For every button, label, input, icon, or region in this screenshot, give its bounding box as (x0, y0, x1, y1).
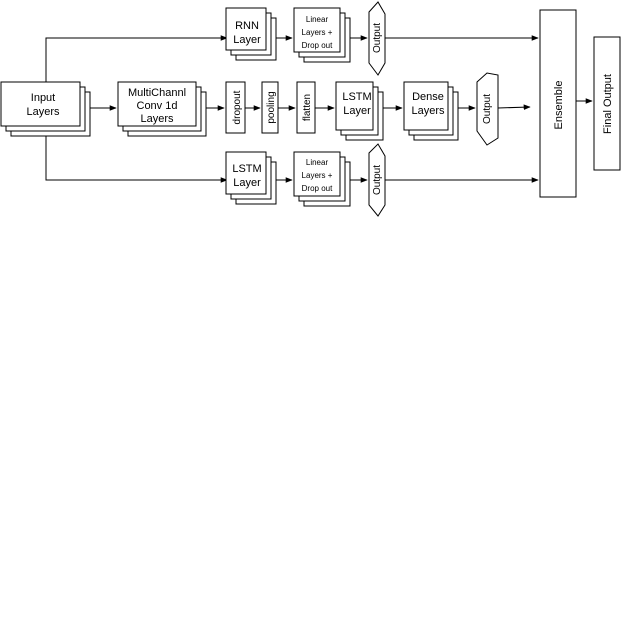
flatten-node: flatten (296, 81, 316, 134)
pooling-label: pooling (266, 91, 277, 123)
input-layers-node: Input Layers (0, 81, 91, 137)
output-top-node: Output (368, 1, 386, 76)
multichannel-label-3: Layers (140, 113, 174, 125)
lstm-bottom-label-2: Layer (233, 177, 261, 189)
multichannel-conv-node: MultiChannl Conv 1d Layers (117, 81, 207, 137)
rnn-node: RNN Layer (225, 7, 277, 61)
linear-bottom-node: Linear Layers + Drop out (293, 151, 351, 207)
arrow-input-to-rnn (45, 35, 228, 82)
input-layers-label-1: Input (31, 92, 55, 104)
arrow-output-mid-to-ensemble (497, 104, 531, 110)
arrow-input-to-lstm-bottom (45, 136, 228, 183)
ensemble-label: Ensemble (553, 81, 565, 130)
linear-top-node: Linear Layers + Drop out (293, 7, 351, 63)
flatten-label: flatten (302, 94, 313, 121)
output-bottom-label: Output (372, 165, 383, 195)
multichannel-label-1: MultiChannl (128, 87, 186, 99)
dense-node: Dense Layers (403, 81, 459, 141)
output-bottom-node: Output (368, 143, 386, 217)
pooling-node: pooling (261, 81, 279, 134)
final-output-label: Final Output (602, 74, 614, 134)
lstm-bottom-node: LSTM Layer (225, 151, 277, 205)
lstm-bottom-label-1: LSTM (232, 163, 261, 175)
dropout-node: dropout (225, 81, 246, 134)
linear-bottom-label-2: Layers + (302, 171, 333, 180)
lstm-mid-node: LSTM Layer (335, 81, 384, 141)
linear-top-label-3: Drop out (302, 41, 333, 50)
dropout-label: dropout (232, 90, 243, 124)
linear-bottom-label-1: Linear (306, 158, 329, 167)
lstm-mid-label-1: LSTM (342, 91, 371, 103)
output-mid-node: Output (476, 72, 499, 146)
rnn-label-1: RNN (235, 20, 259, 32)
output-mid-label: Output (482, 94, 493, 124)
ensemble-node: Ensemble (539, 9, 577, 198)
linear-bottom-label-3: Drop out (302, 184, 333, 193)
lstm-mid-label-2: Layer (343, 105, 371, 117)
linear-top-label-1: Linear (306, 15, 329, 24)
rnn-label-2: Layer (233, 34, 261, 46)
final-output-node: Final Output (593, 36, 621, 171)
input-layers-label-2: Layers (26, 106, 60, 118)
output-top-label: Output (372, 23, 383, 53)
dense-label-2: Layers (411, 105, 445, 117)
linear-top-label-2: Layers + (302, 28, 333, 37)
multichannel-label-2: Conv 1d (137, 100, 178, 112)
dense-label-1: Dense (412, 91, 444, 103)
connectors (45, 35, 593, 183)
